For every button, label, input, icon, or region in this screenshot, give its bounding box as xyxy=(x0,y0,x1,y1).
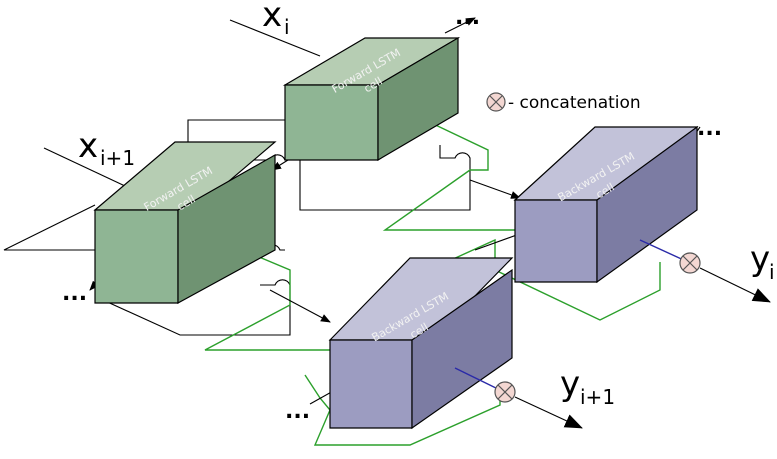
forward-lstm-cell-top: Forward LSTM cell xyxy=(282,36,461,162)
svg-text:y: y xyxy=(750,239,770,279)
cell-front-face xyxy=(94,209,179,304)
cell-front-face xyxy=(514,199,598,283)
svg-text:i+1: i+1 xyxy=(580,385,615,409)
legend: - concatenation xyxy=(486,92,641,113)
cell-side-face xyxy=(411,268,513,430)
svg-text:y: y xyxy=(560,364,580,404)
cell-side-face xyxy=(177,153,276,305)
output-label-y-i: y i xyxy=(750,239,775,284)
output-bottom xyxy=(454,367,583,429)
cell-front-face xyxy=(329,339,413,429)
input-label-x-i: x i xyxy=(262,0,290,39)
output-top xyxy=(639,239,771,303)
svg-text:i+1: i+1 xyxy=(100,146,135,170)
backward-lstm-cell-top: Backward LSTM cell xyxy=(513,125,699,284)
svg-text:x: x xyxy=(78,126,98,166)
ellipsis-bottom-backward: ... xyxy=(285,399,310,424)
backward-lstm-cell-bottom: Backward LSTM cell xyxy=(328,257,514,430)
ellipsis-bottom-forward: ... xyxy=(62,281,87,306)
ellipsis-top-backward: ... xyxy=(697,116,722,141)
svg-text:x: x xyxy=(262,0,282,35)
input-label-x-i1: x i+1 xyxy=(78,126,135,170)
svg-text:i: i xyxy=(769,260,775,284)
output-label-y-i1: y i+1 xyxy=(560,364,615,409)
cell-side-face xyxy=(596,125,698,284)
svg-text:i: i xyxy=(284,15,290,39)
cell-side-face xyxy=(377,36,459,162)
legend-text: - concatenation xyxy=(508,93,641,113)
ellipsis-top-forward: ... xyxy=(455,5,480,30)
cell-front-face xyxy=(284,84,379,161)
forward-lstm-cell-bottom: Forward LSTM cell xyxy=(93,141,277,305)
